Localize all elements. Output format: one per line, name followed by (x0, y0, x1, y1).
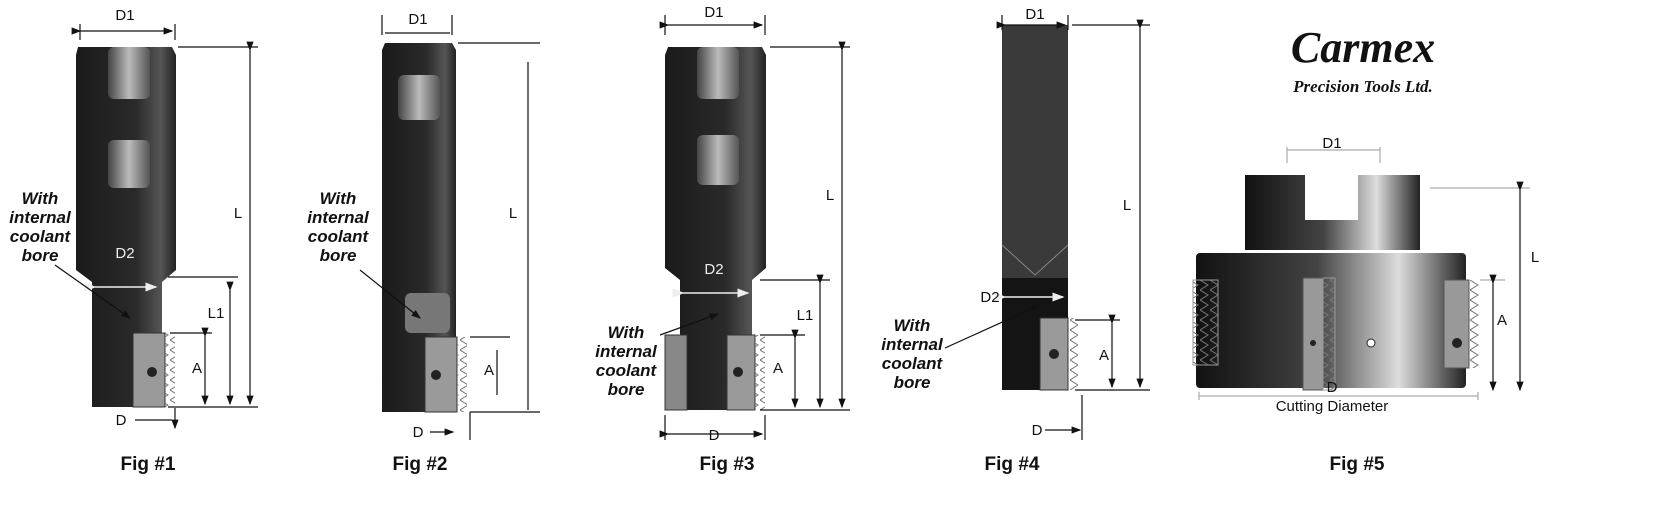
flat-slot (697, 47, 739, 99)
figure-caption: Fig #5 (1330, 454, 1385, 475)
label-d1: D1 (408, 11, 427, 28)
label-l: L (1531, 249, 1539, 266)
screw (147, 367, 157, 377)
label-l: L (1123, 197, 1131, 214)
label-d2: D2 (704, 261, 723, 278)
label-d1: D1 (1025, 6, 1044, 23)
insert-teeth (165, 333, 175, 407)
tool-shank (1002, 25, 1068, 280)
label-a: A (1099, 347, 1109, 364)
insert-teeth (755, 335, 765, 410)
label-l: L (826, 187, 834, 204)
insert-front (1302, 277, 1324, 391)
label-d1: D1 (704, 4, 723, 21)
label-d: D (116, 412, 127, 429)
logo-tagline: Precision Tools Ltd. (1292, 77, 1433, 96)
insert-left (664, 334, 688, 411)
logo-name: Carmex (1291, 23, 1435, 72)
label-a: A (484, 362, 494, 379)
insert-teeth (457, 337, 467, 412)
label-l1: L1 (208, 305, 225, 322)
insert-teeth (1068, 318, 1078, 390)
label-d: D (709, 427, 720, 444)
carmex-logo: Carmex Precision Tools Ltd. (1291, 23, 1435, 96)
figure-caption: Fig #3 (700, 454, 755, 475)
screw (733, 367, 743, 377)
label-l1: L1 (797, 307, 814, 324)
tool-body (76, 47, 176, 407)
label-d1: D1 (115, 7, 134, 24)
figure-caption: Fig #2 (393, 454, 448, 475)
insert-teeth (1322, 277, 1336, 391)
figure-5: Carmex Precision Tools Ltd. D1 L A D Cut… (1192, 23, 1539, 475)
screw (1049, 349, 1059, 359)
label-a: A (192, 360, 202, 377)
flat-slot (697, 135, 739, 185)
insert (424, 336, 458, 413)
label-d: D (413, 424, 424, 441)
coolant-port (405, 293, 450, 333)
insert-teeth (1469, 280, 1479, 368)
label-d2: D2 (115, 245, 134, 262)
insert-right (1443, 279, 1470, 369)
flat-slot (108, 47, 150, 99)
flat-slot (108, 140, 150, 188)
figure-caption: Fig #1 (121, 454, 176, 475)
label-d2: D2 (980, 289, 999, 306)
label-d: D (1032, 422, 1043, 439)
label-a: A (773, 360, 783, 377)
tool-body (665, 47, 766, 410)
screw (431, 370, 441, 380)
flat-slot (398, 75, 440, 120)
figure-caption: Fig #4 (985, 454, 1040, 475)
label-l: L (234, 205, 242, 222)
label-d: D (1327, 379, 1338, 396)
coolant-hole (1366, 338, 1376, 348)
cutting-diameter-label: Cutting Diameter (1276, 398, 1389, 415)
label-d1: D1 (1322, 135, 1341, 152)
label-l: L (509, 205, 517, 222)
insert-left (1192, 279, 1219, 366)
label-a: A (1497, 312, 1507, 329)
cutter-hub (1245, 175, 1420, 250)
